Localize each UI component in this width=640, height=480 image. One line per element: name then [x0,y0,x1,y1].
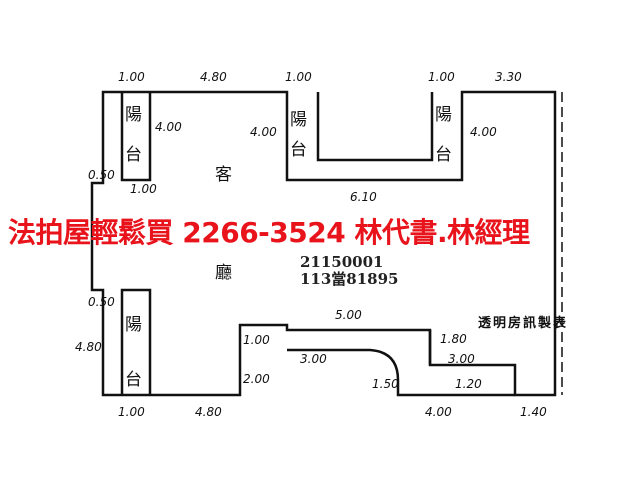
dimension-label: 4.00 [155,120,182,134]
balcony-top-middle [316,92,434,162]
dimension-label: 4.80 [200,70,227,84]
dimension-label: 4.00 [425,405,452,419]
dimension-label: 4.00 [250,125,277,139]
dimension-label: 0.50 [88,168,115,182]
room-label: 陽 [125,315,142,335]
dimension-label: 3.00 [448,352,475,366]
dimension-label: 4.00 [470,125,497,139]
room-label: 陽 [435,105,452,125]
maker-label: 透明房訊製表 [478,316,569,331]
dimension-label: 1.50 [372,377,399,391]
stamp-line-2: 113當81895 [300,270,399,288]
room-label: 陽 [125,105,142,125]
balcony-top-left [120,92,152,182]
room-label: 廳 [215,263,232,283]
room-label: 客 [215,165,232,185]
room-label: 台 [435,145,452,165]
watermark-banner: 法拍屋輕鬆買 2266-3524 林代書.林經理 [8,216,530,249]
balcony-bottom-left [120,288,152,395]
room-label: 台 [125,145,142,165]
balcony-bottom-right [287,348,515,397]
dimension-label: 1.20 [455,377,482,391]
room-label: 陽 [290,110,307,130]
dimension-label: 1.00 [243,333,270,347]
dimension-label: 4.80 [75,340,102,354]
dimension-label: 6.10 [350,190,377,204]
dimension-label: 5.00 [335,308,362,322]
dimension-label: 2.00 [243,372,270,386]
room-label: 台 [125,370,142,390]
dimension-label: 4.80 [195,405,222,419]
stamp-text: 21150001 113當81895 [300,254,399,288]
dimension-label: 1.00 [118,70,145,84]
room-label: 台 [290,140,307,160]
dimension-label: 3.30 [495,70,522,84]
dimension-label: 1.00 [130,182,157,196]
dimension-label: 1.80 [440,332,467,346]
dimension-label: 1.00 [285,70,312,84]
dimension-label: 1.40 [520,405,547,419]
dimension-label: 3.00 [300,352,327,366]
stamp-line-1: 21150001 [300,253,384,271]
dimension-label: 1.00 [428,70,455,84]
dimension-label: 0.50 [88,295,115,309]
dimension-label: 1.00 [118,405,145,419]
